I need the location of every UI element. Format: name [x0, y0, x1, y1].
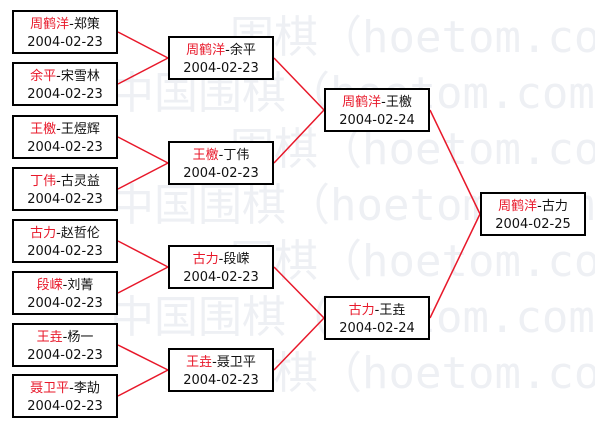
match-r2-3: 古力-段嵘 2004-02-23 [168, 245, 274, 289]
bracket-connector [117, 162, 169, 190]
match-date: 2004-02-23 [27, 296, 103, 311]
match-r1-1: 周鹤洋-郑策 2004-02-23 [12, 10, 118, 54]
winner-name: 余平 [30, 69, 57, 84]
loser-name: -李劼 [69, 381, 100, 396]
watermark-text: 围棋（hoetom.com [230, 124, 595, 175]
bracket-connector [117, 369, 169, 397]
winner-name: 古力 [348, 303, 375, 318]
match-r1-7: 王垚-杨一 2004-02-23 [12, 323, 118, 367]
match-date: 2004-02-25 [495, 217, 571, 232]
winner-name: 王檄 [30, 122, 57, 137]
match-date: 2004-02-23 [27, 348, 103, 363]
bracket-connector [273, 109, 325, 164]
match-r3-2: 古力-王垚 2004-02-24 [324, 296, 430, 340]
bracket-connector [117, 266, 169, 294]
loser-name: -赵哲伦 [56, 226, 100, 241]
match-final: 周鹤洋-古力 2004-02-25 [480, 192, 586, 236]
watermark-text: 围棋（hoetom.com [230, 348, 595, 399]
bracket-connector [429, 109, 481, 215]
loser-name: -古力 [537, 199, 568, 214]
match-r1-5: 古力-赵哲伦 2004-02-23 [12, 219, 118, 263]
winner-name: 古力 [192, 252, 219, 267]
match-r3-1: 周鹤洋-王檄 2004-02-24 [324, 88, 430, 132]
match-date: 2004-02-24 [339, 321, 415, 336]
watermark-text: 围棋（hoetom.com [230, 236, 595, 287]
loser-name: -余平 [225, 43, 256, 58]
loser-name: -王煜辉 [56, 122, 100, 137]
loser-name: -杨一 [62, 330, 94, 345]
match-r1-8: 聂卫平-李劼 2004-02-23 [12, 374, 118, 418]
match-r1-4: 丁伟-古灵益 2004-02-23 [12, 167, 118, 211]
watermark-text: 围棋（hoetom.com [230, 12, 595, 63]
match-r1-2: 余平-宋雪林 2004-02-23 [12, 62, 118, 106]
match-r2-1: 周鹤洋-余平 2004-02-23 [168, 36, 274, 80]
match-date: 2004-02-23 [183, 61, 259, 76]
winner-name: 古力 [30, 226, 57, 241]
match-date: 2004-02-23 [27, 87, 103, 102]
winner-name: 聂卫平 [30, 381, 70, 396]
match-date: 2004-02-23 [183, 373, 259, 388]
loser-name: -王檄 [381, 95, 412, 110]
loser-name: -丁伟 [218, 148, 250, 163]
bracket-connector [117, 31, 169, 59]
loser-name: -聂卫平 [212, 355, 256, 370]
bracket-connector [117, 240, 169, 268]
match-date: 2004-02-23 [183, 270, 259, 285]
bracket-connector [273, 57, 325, 111]
loser-name: -宋雪林 [56, 69, 100, 84]
match-date: 2004-02-23 [27, 140, 103, 155]
loser-name: -段嵘 [218, 252, 250, 267]
bracket-connector [429, 213, 481, 319]
match-date: 2004-02-23 [27, 192, 103, 207]
winner-name: 周鹤洋 [498, 199, 538, 214]
winner-name: 周鹤洋 [342, 95, 382, 110]
match-r2-4: 王垚-聂卫平 2004-02-23 [168, 348, 274, 392]
loser-name: -古灵益 [56, 174, 100, 189]
winner-name: 王垚 [36, 330, 63, 345]
loser-name: -王垚 [374, 303, 406, 318]
match-date: 2004-02-24 [339, 113, 415, 128]
winner-name: 王檄 [192, 148, 219, 163]
match-r2-2: 王檄-丁伟 2004-02-23 [168, 141, 274, 185]
match-r1-6: 段嵘-刘菁 2004-02-23 [12, 271, 118, 315]
bracket-connector [273, 317, 325, 371]
winner-name: 王垚 [186, 355, 213, 370]
winner-name: 周鹤洋 [186, 43, 226, 58]
match-date: 2004-02-23 [27, 244, 103, 259]
bracket-connector [117, 57, 169, 85]
bracket-connector [117, 344, 169, 371]
match-date: 2004-02-23 [183, 166, 259, 181]
match-date: 2004-02-23 [27, 399, 103, 414]
loser-name: -郑策 [69, 17, 100, 32]
match-r1-3: 王檄-王煜辉 2004-02-23 [12, 115, 118, 159]
loser-name: -刘菁 [62, 278, 94, 293]
bracket-connector [117, 136, 169, 164]
winner-name: 周鹤洋 [30, 17, 70, 32]
bracket-connector [273, 266, 325, 319]
winner-name: 段嵘 [36, 278, 63, 293]
match-date: 2004-02-23 [27, 35, 103, 50]
winner-name: 丁伟 [30, 174, 57, 189]
